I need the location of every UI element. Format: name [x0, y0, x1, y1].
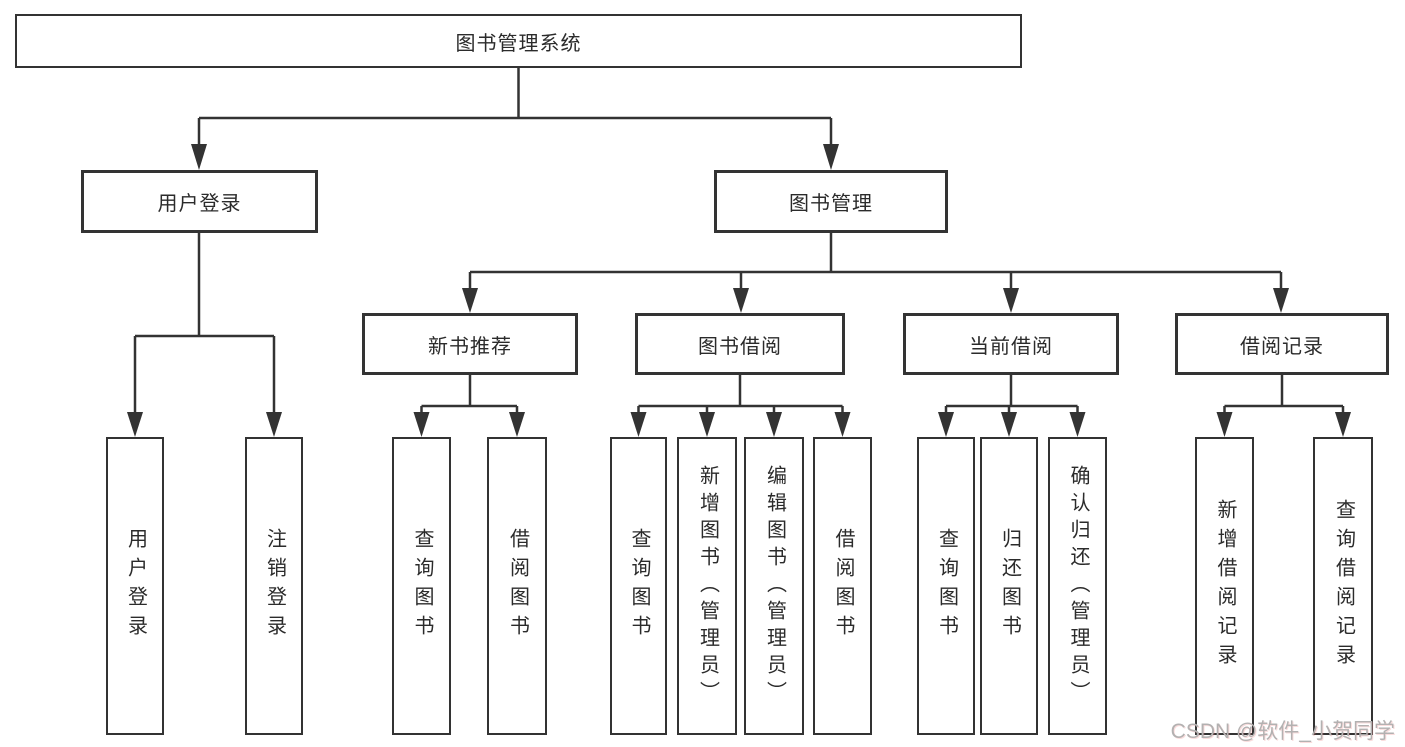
leaf-add-borrow-record-label: 新增借阅记录 — [1214, 499, 1236, 673]
leaf-add-book-admin-label: 新增图书（管理员） — [696, 464, 719, 708]
leaf-user-login: 用户登录 — [106, 437, 164, 735]
leaf-add-book-admin: 新增图书（管理员） — [677, 437, 737, 735]
node-book-management: 图书管理 — [714, 170, 948, 233]
node-book-borrowing: 图书借阅 — [635, 313, 845, 375]
node-library-management-system: 图书管理系统 — [15, 14, 1022, 68]
leaf-borrow-book-borrowing: 借阅图书 — [813, 437, 872, 735]
leaf-logout-label: 注销登录 — [263, 528, 286, 644]
leaf-query-borrow-record: 查询借阅记录 — [1313, 437, 1373, 735]
leaf-query-book-recommend: 查询图书 — [392, 437, 451, 735]
leaf-query-book-borrowing: 查询图书 — [610, 437, 667, 735]
node-current-borrowing: 当前借阅 — [903, 313, 1119, 375]
leaf-user-login-label: 用户登录 — [124, 528, 147, 644]
node-new-book-recommend: 新书推荐 — [362, 313, 578, 375]
leaf-borrow-book-recommend: 借阅图书 — [487, 437, 547, 735]
leaf-query-book-borrowing-label: 查询图书 — [628, 528, 650, 644]
leaf-add-borrow-record: 新增借阅记录 — [1195, 437, 1254, 735]
leaf-query-borrow-record-label: 查询借阅记录 — [1332, 499, 1355, 673]
node-borrowing-records: 借阅记录 — [1175, 313, 1389, 375]
leaf-edit-book-admin: 编辑图书（管理员） — [744, 437, 804, 735]
leaf-query-book-current-label: 查询图书 — [935, 528, 958, 644]
node-user-login: 用户登录 — [81, 170, 318, 233]
leaf-logout: 注销登录 — [245, 437, 303, 735]
leaf-confirm-return-admin-label: 确认归还（管理员） — [1067, 464, 1089, 708]
csdn-watermark: CSDN @软件_小贺同学 — [1170, 720, 1395, 743]
leaf-query-book-current: 查询图书 — [917, 437, 975, 735]
leaf-return-book: 归还图书 — [980, 437, 1038, 735]
leaf-edit-book-admin-label: 编辑图书（管理员） — [763, 464, 786, 708]
leaf-borrow-book-borrowing-label: 借阅图书 — [832, 528, 854, 644]
leaf-query-book-recommend-label: 查询图书 — [411, 528, 433, 644]
leaf-return-book-label: 归还图书 — [998, 528, 1021, 644]
leaf-borrow-book-recommend-label: 借阅图书 — [506, 528, 529, 644]
leaf-confirm-return-admin: 确认归还（管理员） — [1048, 437, 1107, 735]
